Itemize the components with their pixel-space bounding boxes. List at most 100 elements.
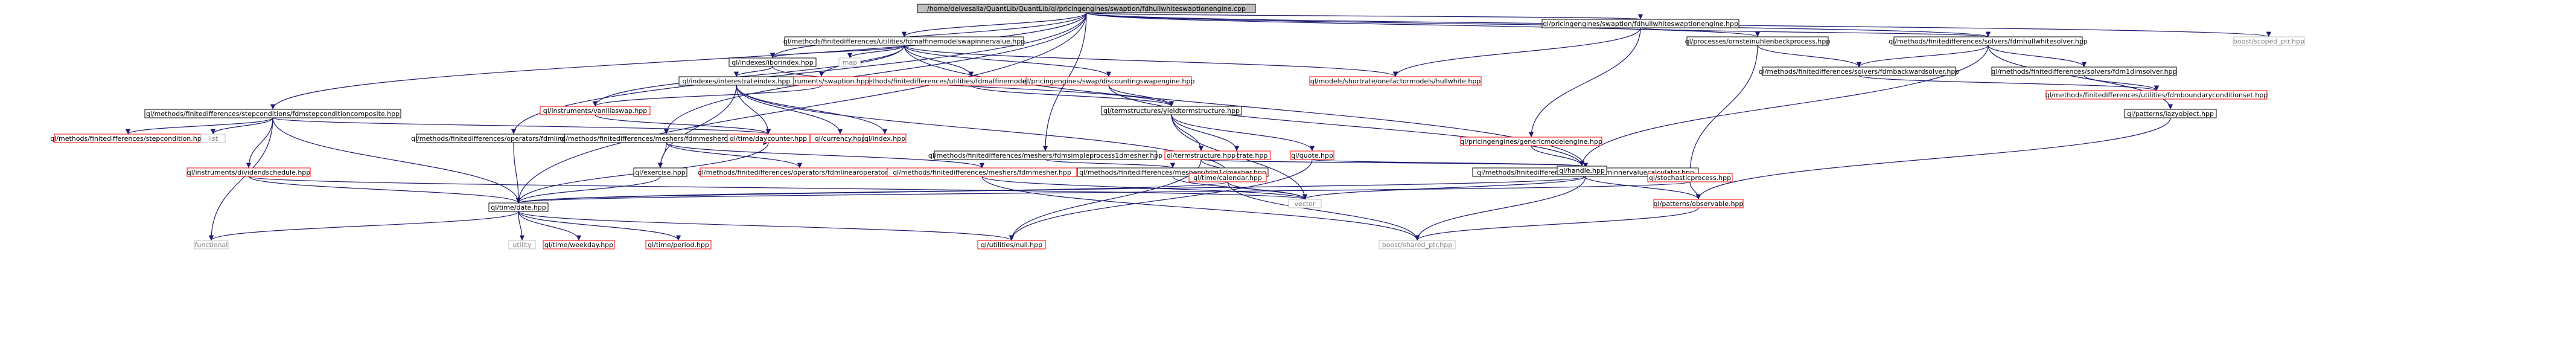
graph-node-label: ql/time/weekday.hpp [544,241,613,249]
include-edge-n_affine-to-n_discswap [904,45,1112,77]
include-edge-n_fdmlinop-to-n_date [513,142,521,204]
include-edge-n_fdhwswengine-to-n_fdmhwsolver [1640,27,1991,37]
graph-node-currency[interactable]: ql/currency.hpp [810,134,870,143]
graph-node-calendar[interactable]: ql/time/calendar.hpp [1188,173,1267,182]
include-edge-n_step-to-n_divsched [246,117,273,169]
graph-node-exercise[interactable]: ql/exercise.hpp [633,167,687,177]
graph-node-weekday[interactable]: ql/time/weekday.hpp [543,240,615,250]
include-edge-n_date-to-n_utility [518,211,525,241]
graph-node-box [1288,199,1322,208]
include-edge-n_affine-to-n_fdmaffterm [904,45,974,77]
graph-node-stepcond[interactable]: ql/methods/finitedifferences/stepconditi… [50,134,206,143]
graph-node-fdmlinopr[interactable]: ql/methods/finitedifferences/operators/f… [698,167,902,177]
graph-node-box [1541,19,1739,28]
graph-node-box [1379,240,1456,250]
include-edge-n_observable-to-n_boostshared [1414,207,1699,241]
include-edge-n_step-to-n_stepcond [125,117,273,135]
include-edge-n_iborindex-to-n_interest [733,66,773,77]
graph-node-label: ql/methods/finitedifferences/solvers/fdm… [1889,37,2088,45]
graph-node-fdhwswengine[interactable]: ql/pricingengines/swaption/fdhullwhitesw… [1541,19,1739,28]
graph-node-meshcomp[interactable]: ql/methods/finitedifferences/meshers/fdm… [560,134,773,143]
graph-node-divsched[interactable]: ql/instruments/dividendschedule.hpp [187,167,311,177]
include-edge-n_ornstein-to-n_stochastic [1687,45,1758,174]
graph-node-label: ql/patterns/lazyobject.hpp [2127,110,2214,118]
graph-node-box [1647,173,1733,182]
include-edge-n_step-to-n_daycounter [272,117,771,135]
graph-node-scoped: boost/scoped_ptr.hpp [2233,36,2305,46]
graph-node-termstruct[interactable]: ql/termstructure.hpp [1164,150,1238,160]
graph-node-lazy[interactable]: ql/patterns/lazyobject.hpp [2124,109,2217,118]
graph-node-label: ql/processes/ornsteinuhlenbeckprocess.hp… [1685,37,1831,45]
include-edge-n_interest-to-n_daycounter [736,85,771,135]
include-edge-n_quote-to-n_handle [1312,159,1584,167]
include-edge-n_fdmmesher-to-n_vector [981,176,1307,200]
graph-node-step[interactable]: ql/methods/finitedifferences/stepconditi… [144,109,401,118]
include-edge-n_date-to-n_null [518,211,1014,241]
graph-node-ornstein[interactable]: ql/processes/ornsteinuhlenbeckprocess.hp… [1685,36,1831,46]
graph-node-iborindex[interactable]: ql/indexes/iborindex.hpp [728,57,817,67]
graph-node-label: ql/time/period.hpp [648,241,709,249]
graph-node-daycounter[interactable]: ql/time/daycounter.hpp [727,134,810,143]
graph-node-null[interactable]: ql/utilities/null.hpp [977,240,1046,250]
include-edge-n_date-to-n_weekday [518,211,582,241]
include-edge-n_swaption-to-n_vanilla [592,85,822,107]
graph-node-box [488,202,549,212]
graph-node-observable[interactable]: ql/patterns/observable.hpp [1653,199,1744,208]
include-edge-root-to-n_affine [901,12,1087,37]
graph-node-root[interactable]: /home/delvesalla/QuantLib/QuantLib/ql/pr… [917,4,1256,13]
graph-node-fdmhwsolver[interactable]: ql/methods/finitedifferences/solvers/fdm… [1889,36,2088,46]
include-edge-n_fdhwswengine-to-n_hullwhite [1392,27,1641,77]
graph-node-box [187,167,311,177]
graph-node-genericmodel[interactable]: ql/pricingengines/genericmodelengine.hpp [1460,137,1602,146]
graph-node-box [2233,36,2305,46]
graph-node-label: ql/utilities/null.hpp [981,241,1042,249]
graph-node-boundary[interactable]: ql/methods/finitedifferences/utilities/f… [2045,90,2268,100]
graph-node-hullwhite[interactable]: ql/models/shortrate/onefactormodels/hull… [1309,76,1482,86]
graph-node-vanilla[interactable]: ql/instruments/vanillaswap.hpp [540,106,651,115]
graph-node-swaption[interactable]: ql/instruments/swaption.hpp [773,76,870,86]
graph-node-label: ql/instruments/swaption.hpp [774,77,869,85]
graph-node-fdm1dsolver[interactable]: ql/methods/finitedifferences/solvers/fdm… [1991,66,2177,76]
graph-node-boostshared: boost/shared_ptr.hpp [1379,240,1456,250]
include-edge-n_fdhwswengine-to-n_genericmodel [1528,27,1641,138]
graph-node-box [863,134,907,143]
graph-node-simple[interactable]: ql/methods/finitedifferences/meshers/fdm… [928,150,1162,160]
include-edge-n_step-to-n_list [210,117,273,135]
include-edge-root-to-n_meshcomp [663,12,1087,135]
graph-node-index[interactable]: ql/index.hpp [863,134,907,143]
graph-node-discswap[interactable]: ql/pricingengines/swap/discountingswapen… [1023,76,1195,86]
graph-node-box [2124,109,2217,118]
graph-node-stochastic[interactable]: ql/stochasticprocess.hpp [1647,173,1733,182]
include-edge-n_quote-to-n_null [1009,159,1313,241]
graph-node-box [1188,173,1267,182]
graph-node-backward[interactable]: ql/methods/finitedifferences/solvers/fdm… [1759,66,1960,76]
graph-node-box [645,240,712,250]
graph-node-handle[interactable]: ql/handle.hpp [1557,166,1607,175]
include-edge-n_calendar-to-n_boostshared [1227,181,1420,241]
graph-node-date[interactable]: ql/time/date.hpp [488,202,549,212]
include-edge-n_affine-to-n_vanilla [592,45,905,107]
graph-node-label: ql/quote.hpp [1291,152,1333,159]
graph-node-fdmmesher[interactable]: ql/methods/finitedifferences/meshers/fdm… [887,167,1077,177]
graph-node-box [784,36,1024,46]
include-edge-n_stochastic-to-n_date [516,181,1691,204]
graph-node-box [1893,36,2083,46]
graph-node-label: ql/pricingengines/genericmodelengine.hpp [1460,138,1602,146]
graph-node-label: ql/methods/finitedifferences/utilities/f… [2045,91,2268,99]
graph-node-label: ql/termstructures/yieldtermstructure.hpp [1103,107,1240,115]
graph-node-label: boost/scoped_ptr.hpp [2233,37,2304,45]
graph-node-affine[interactable]: ql/methods/finitedifferences/utilities/f… [783,36,1025,46]
include-edge-n_divsched-to-n_date [248,176,521,204]
include-edge-root-to-n_step [270,12,1087,110]
include-edge-n_termstruct-to-n_handle [1200,159,1584,167]
graph-node-label: ql/time/daycounter.hpp [730,135,807,143]
include-edge-n_backward-to-n_boundary [1858,75,2159,91]
graph-node-interest[interactable]: ql/indexes/interestrateindex.hpp [678,76,794,86]
include-edge-n_fdmhwsolver-to-n_backward [1856,45,1989,68]
graph-node-yield[interactable]: ql/termstructures/yieldtermstructure.hpp [1101,106,1242,115]
graph-node-box [200,134,226,143]
graph-node-period[interactable]: ql/time/period.hpp [645,240,712,250]
graph-node-quote[interactable]: ql/quote.hpp [1290,150,1334,160]
graph-node-box [508,240,536,250]
graph-node-box [2045,90,2268,100]
